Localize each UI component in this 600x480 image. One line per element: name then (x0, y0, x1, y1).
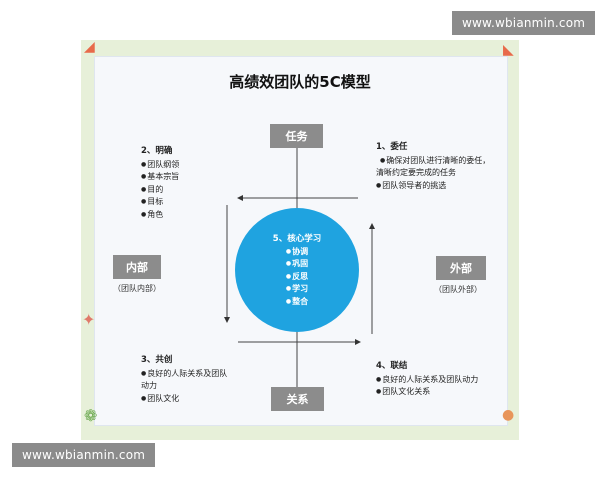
section-co-creation: 3、共创 良好的人际关系及团队动力 团队文化 (141, 354, 233, 405)
starfish-sticker-icon: ✦ (82, 310, 96, 329)
external-caption: （团队外部） (434, 285, 482, 294)
section-heading: 5、核心学习 (272, 234, 322, 244)
watermark-top: www.wbianmin.com (452, 11, 596, 35)
list-item: 反思 (235, 271, 359, 284)
list-item: 确保对团队进行清晰的委任，清晰约定要完成的任务 (376, 155, 494, 180)
watermelon-sticker-icon: ◣ (503, 42, 514, 58)
section-heading: 3、共创 (141, 355, 173, 365)
section-delegation: 1、委任 确保对团队进行清晰的委任，清晰约定要完成的任务 团队领导者的挑选 (376, 141, 494, 192)
shell-sticker-icon: ● (502, 407, 515, 423)
section-heading: 2、明确 (141, 146, 173, 156)
internal-caption: （团队内部） (113, 284, 161, 293)
task-box: 任务 (270, 124, 323, 148)
list-item: 协调 (235, 246, 359, 259)
list-item: 团队纲领 (141, 159, 231, 172)
external-box: 外部 (436, 256, 486, 280)
section-clarity: 2、明确 团队纲领 基本宗旨 目的 目标 角色 (141, 145, 231, 221)
list-item: 整合 (235, 296, 359, 309)
section-heading: 1、委任 (376, 142, 408, 152)
section-connection: 4、联结 良好的人际关系及团队动力 团队文化关系 (376, 360, 501, 399)
internal-box: 内部 (113, 255, 161, 279)
watermark-bottom: www.wbianmin.com (12, 443, 156, 467)
leaf-sticker-icon: ❁ (84, 406, 98, 425)
section-heading: 4、联结 (376, 361, 408, 371)
list-item: 目标 (141, 196, 231, 209)
list-item: 目的 (141, 184, 231, 197)
list-item: 良好的人际关系及团队动力 (141, 368, 233, 393)
list-item: 团队领导者的挑选 (376, 180, 494, 193)
list-item: 学习 (235, 283, 359, 296)
list-item: 基本宗旨 (141, 171, 231, 184)
list-item: 巩固 (235, 258, 359, 271)
section-core-learning: 5、核心学习 协调 巩固 反思 学习 整合 (235, 233, 359, 308)
list-item: 角色 (141, 209, 231, 222)
list-item: 团队文化 (141, 393, 233, 406)
watermelon-sticker-icon: ◢ (84, 39, 95, 55)
relationship-box: 关系 (271, 387, 324, 411)
list-item: 良好的人际关系及团队动力 (376, 374, 501, 387)
list-item: 团队文化关系 (376, 386, 501, 399)
diagram-title: 高绩效团队的5C模型 (229, 73, 371, 91)
